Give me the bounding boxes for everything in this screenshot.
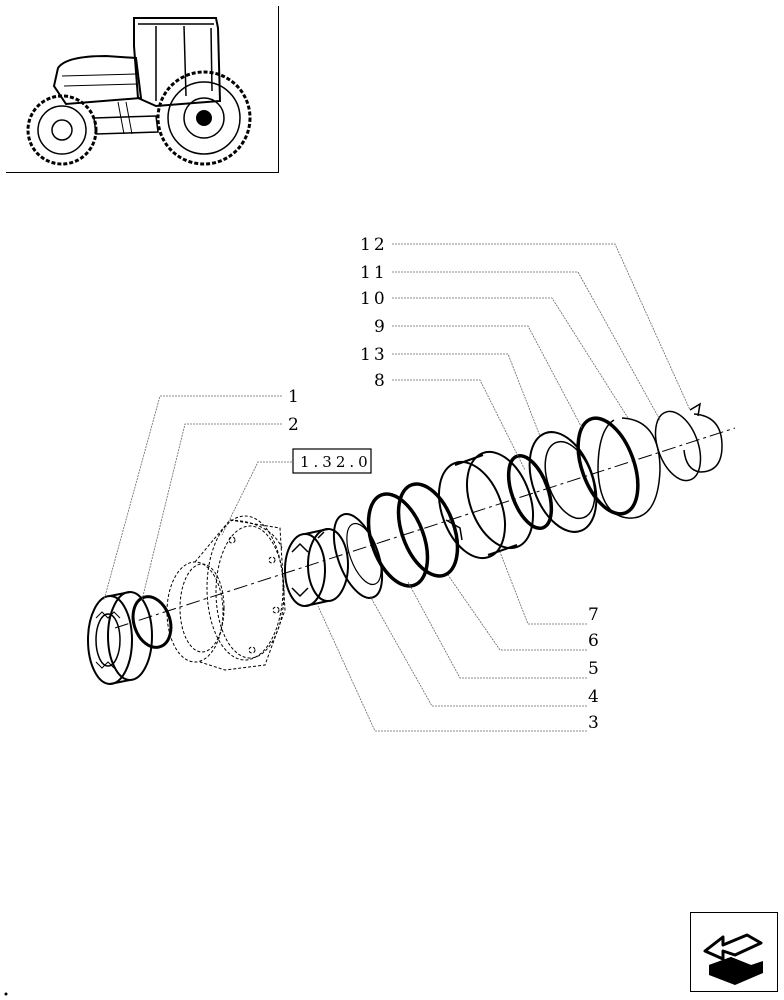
- margin-dot: [4, 992, 8, 996]
- part-4-washer: [332, 513, 384, 599]
- part-12-circlip: [683, 402, 723, 473]
- parts-drawing: [87, 402, 736, 685]
- part-7-drum: [438, 450, 534, 560]
- callout-10: 10: [360, 289, 388, 309]
- reference-box-label: 1.32.0: [300, 453, 372, 471]
- callout-3: 3: [588, 713, 602, 733]
- part-6-ring: [396, 482, 460, 578]
- callout-11: 11: [360, 263, 388, 283]
- next-page-arrow-icon: [703, 933, 763, 985]
- callout-6: 6: [588, 631, 602, 651]
- callout-2: 2: [288, 415, 302, 435]
- callout-5: 5: [588, 659, 602, 679]
- callout-labels: 1 2 12 11 10 9 13 8 7 6 5 4 3: [288, 235, 602, 733]
- callout-9: 9: [374, 317, 388, 337]
- part-3-coupler: [284, 528, 349, 607]
- callout-7: 7: [588, 605, 602, 625]
- leader-lines: [103, 243, 691, 732]
- callout-1: 1: [288, 387, 302, 407]
- callout-12: 12: [360, 235, 388, 255]
- part-2-ring: [131, 595, 173, 649]
- part-11-snap-ring: [654, 410, 702, 482]
- callout-8: 8: [374, 371, 388, 391]
- part-13-race: [528, 431, 598, 533]
- part-5-ring: [366, 492, 430, 588]
- reference-housing: [166, 515, 286, 671]
- reference-box[interactable]: 1.32.0: [292, 448, 372, 474]
- part-9-ring: [576, 416, 640, 516]
- callout-4: 4: [588, 687, 602, 707]
- callout-13: 13: [360, 345, 388, 365]
- part-8-ring: [506, 454, 554, 530]
- part-10-split-ring: [597, 417, 661, 519]
- tractor-icon: [26, 17, 252, 166]
- next-page-button[interactable]: [690, 912, 778, 992]
- tractor-thumbnail: [6, 6, 279, 173]
- part-1-hub: [87, 591, 153, 685]
